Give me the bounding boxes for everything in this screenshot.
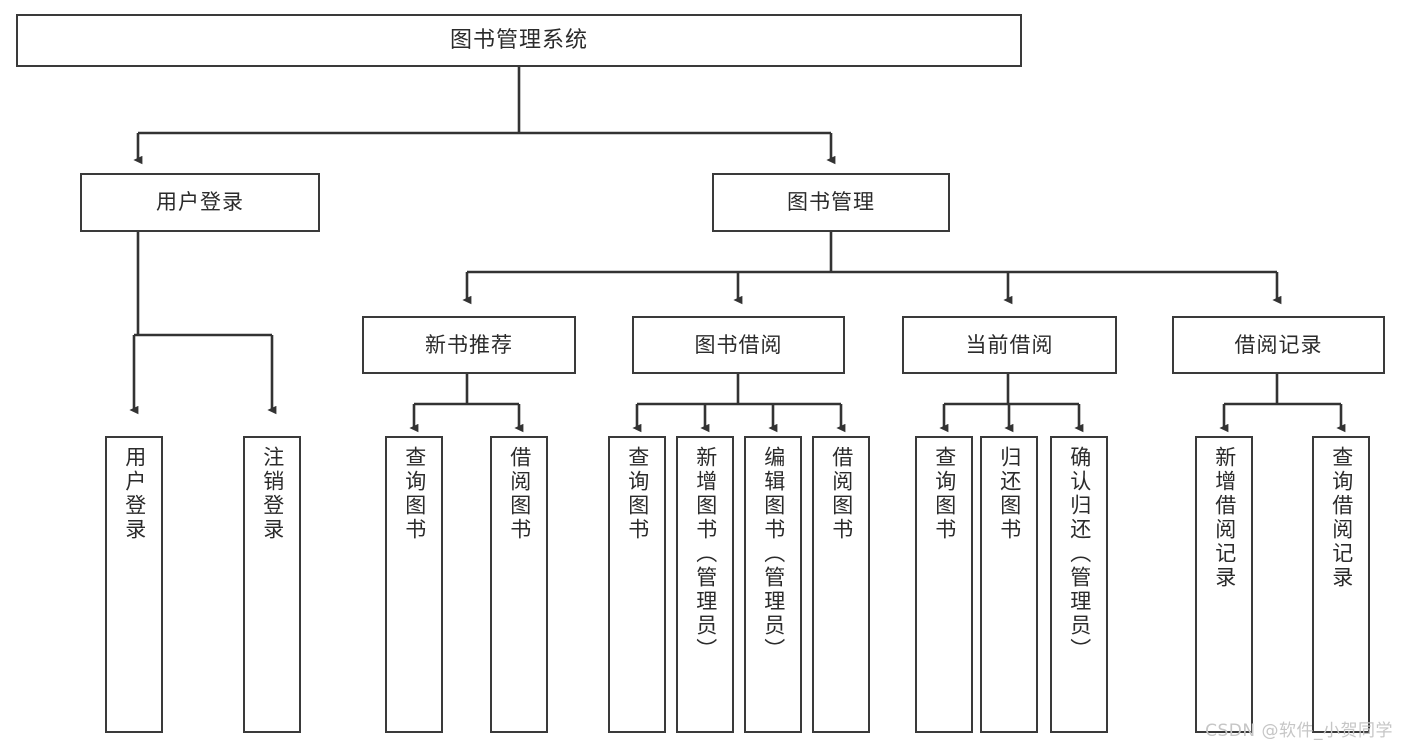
node-borrow-record[interactable]: 借阅记录 xyxy=(1172,316,1385,374)
node-label: 新增借阅记录 xyxy=(1212,446,1237,590)
leaf-borrow-book[interactable]: 借阅图书 xyxy=(812,436,870,733)
node-new-book-recommend[interactable]: 新书推荐 xyxy=(362,316,576,374)
node-label: 图书借阅 xyxy=(694,332,783,357)
node-label: 新书推荐 xyxy=(425,332,513,357)
node-label: 归还图书 xyxy=(997,446,1022,542)
node-label: 新增图书（管理员） xyxy=(693,446,718,662)
leaf-edit-book-admin[interactable]: 编辑图书（管理员） xyxy=(744,436,802,733)
leaf-borrow-book-recommend[interactable]: 借阅图书 xyxy=(490,436,548,733)
node-label: 查询图书 xyxy=(402,446,427,542)
node-label: 图书管理 xyxy=(787,190,875,215)
node-label: 编辑图书（管理员） xyxy=(761,446,786,662)
node-label: 用户登录 xyxy=(156,190,244,215)
leaf-query-book-recommend[interactable]: 查询图书 xyxy=(385,436,443,733)
node-label: 查询图书 xyxy=(625,446,650,542)
node-label: 图书管理系统 xyxy=(449,27,588,53)
node-label: 用户登录 xyxy=(122,446,147,542)
node-current-borrow[interactable]: 当前借阅 xyxy=(902,316,1117,374)
leaf-query-borrow-record[interactable]: 查询借阅记录 xyxy=(1312,436,1370,733)
node-label: 查询借阅记录 xyxy=(1329,446,1354,590)
leaf-query-book-current[interactable]: 查询图书 xyxy=(915,436,973,733)
node-book-borrow[interactable]: 图书借阅 xyxy=(632,316,845,374)
node-user-login[interactable]: 用户登录 xyxy=(80,173,320,232)
node-label: 确认归还（管理员） xyxy=(1067,446,1092,662)
leaf-query-book-borrow[interactable]: 查询图书 xyxy=(608,436,666,733)
leaf-return-book[interactable]: 归还图书 xyxy=(980,436,1038,733)
leaf-add-borrow-record[interactable]: 新增借阅记录 xyxy=(1195,436,1253,733)
node-label: 查询图书 xyxy=(932,446,957,542)
node-label: 借阅记录 xyxy=(1234,332,1323,357)
leaf-logout-login[interactable]: 注销登录 xyxy=(243,436,301,733)
leaf-confirm-return-admin[interactable]: 确认归还（管理员） xyxy=(1050,436,1108,733)
leaf-user-login[interactable]: 用户登录 xyxy=(105,436,163,733)
node-label: 注销登录 xyxy=(260,446,285,542)
leaf-add-book-admin[interactable]: 新增图书（管理员） xyxy=(676,436,734,733)
node-label: 当前借阅 xyxy=(965,332,1054,357)
node-book-management[interactable]: 图书管理 xyxy=(712,173,950,232)
node-root-book-management-system[interactable]: 图书管理系统 xyxy=(16,14,1022,67)
node-label: 借阅图书 xyxy=(829,446,854,542)
node-label: 借阅图书 xyxy=(507,446,532,542)
